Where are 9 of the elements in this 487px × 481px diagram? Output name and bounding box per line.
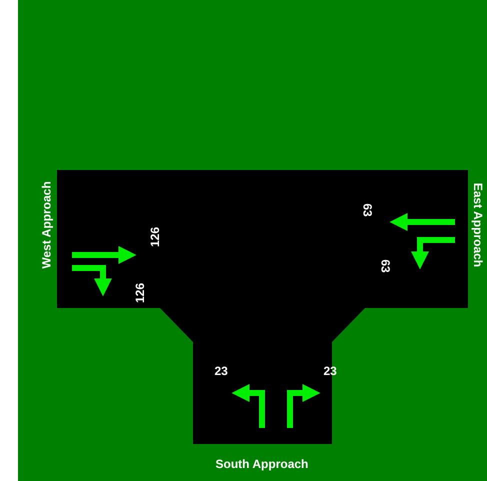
- traffic-volume: 126: [133, 282, 148, 304]
- traffic-volume: 23: [324, 364, 337, 378]
- traffic-volume: 23: [214, 364, 228, 378]
- approach-name: East Approach: [471, 182, 486, 268]
- traffic-volume: 63: [378, 259, 392, 273]
- traffic-volume: 63: [360, 203, 374, 217]
- approach-name: West Approach: [39, 181, 54, 269]
- approach-name: South Approach: [216, 457, 308, 471]
- traffic-volume: 126: [148, 226, 162, 248]
